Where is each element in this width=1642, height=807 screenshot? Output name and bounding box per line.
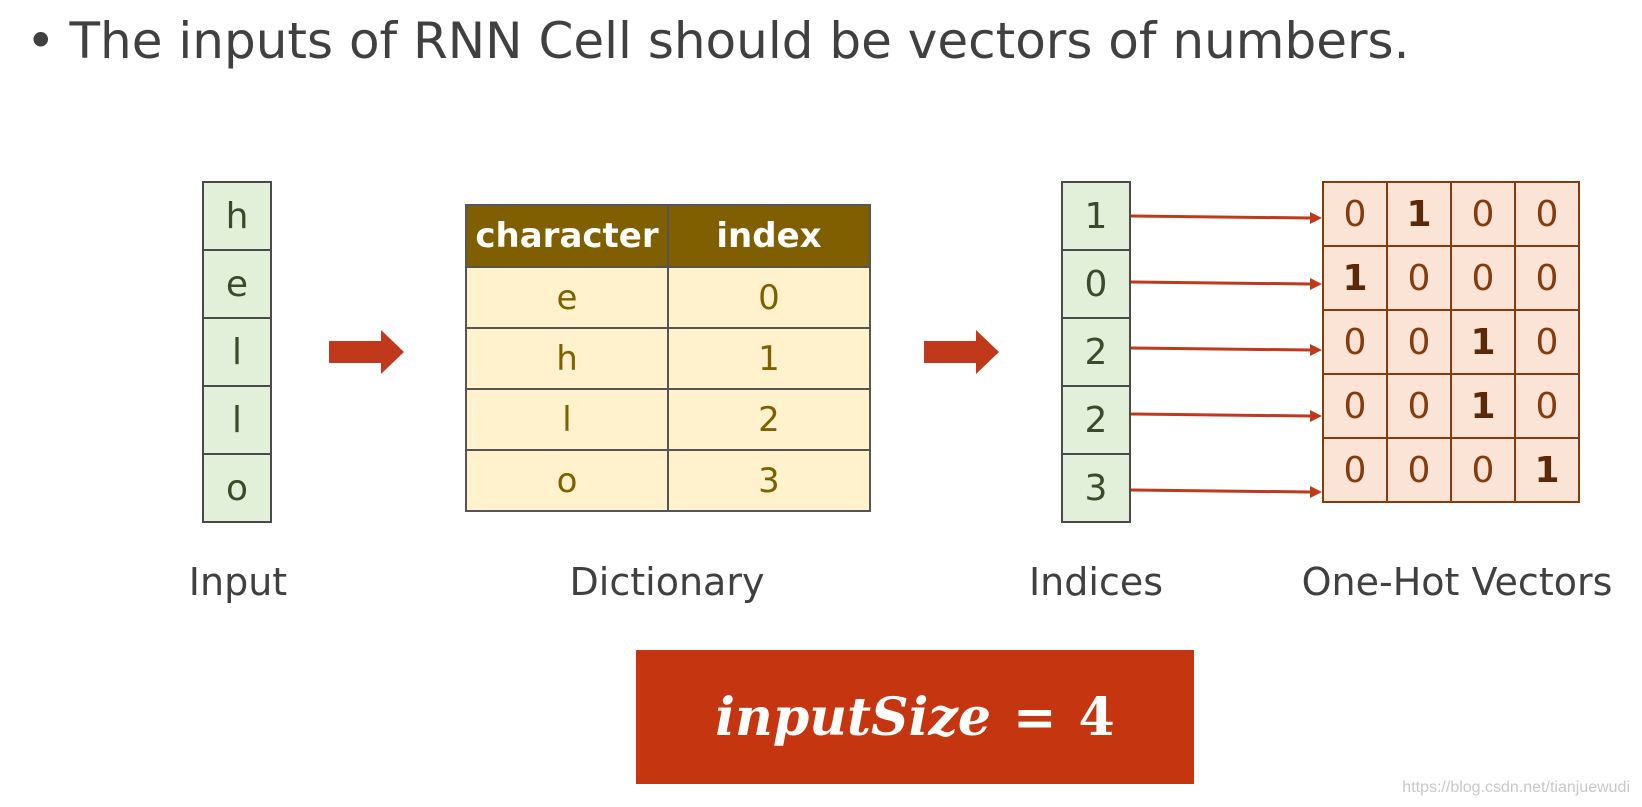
arrowhead-icon — [1310, 278, 1322, 290]
formula-variable: inputSize — [715, 686, 991, 748]
one-hot-cell: 0 — [1386, 309, 1452, 375]
one-hot-row: 1 0 0 0 — [1322, 245, 1580, 311]
mapping-arrow-icon — [1130, 214, 1311, 220]
dictionary-index: 3 — [667, 449, 871, 512]
dictionary-table: character index e 0 h 1 l 2 o 3 — [465, 204, 871, 512]
dictionary-character: l — [465, 388, 669, 451]
one-hot-cell: 0 — [1322, 437, 1388, 503]
watermark: https://blog.csdn.net/tianjuewudi — [1402, 779, 1630, 796]
input-cell: e — [202, 249, 272, 319]
block-arrow-icon — [924, 330, 999, 374]
dictionary-row: e 0 — [465, 266, 871, 329]
mapping-arrow-icon — [1130, 412, 1311, 418]
mapping-arrow-icon — [1130, 280, 1311, 286]
arrowhead-icon — [1310, 410, 1322, 422]
dictionary-header-row: character index — [465, 204, 871, 268]
one-hot-cell: 0 — [1386, 437, 1452, 503]
dictionary-character: e — [465, 266, 669, 329]
slide-headline: •The inputs of RNN Cell should be vector… — [26, 12, 1409, 70]
one-hot-matrix: 0 1 0 0 1 0 0 0 0 0 1 0 0 0 1 0 0 0 0 1 — [1322, 181, 1580, 503]
dictionary-header-index: index — [667, 204, 871, 268]
one-hot-cell: 0 — [1386, 245, 1452, 311]
dictionary-label: Dictionary — [569, 560, 765, 604]
one-hot-cell: 0 — [1450, 181, 1516, 247]
one-hot-cell: 0 — [1322, 373, 1388, 439]
formula-value: 4 — [1078, 686, 1115, 748]
input-label: Input — [188, 560, 288, 604]
one-hot-cell: 1 — [1386, 181, 1452, 247]
dictionary-character: h — [465, 327, 669, 390]
arrowhead-icon — [1310, 212, 1322, 224]
one-hot-cell: 0 — [1514, 309, 1580, 375]
one-hot-cell: 1 — [1450, 373, 1516, 439]
one-hot-label: One-Hot Vectors — [1301, 560, 1613, 604]
arrowhead-icon — [1310, 486, 1322, 498]
dictionary-index: 0 — [667, 266, 871, 329]
one-hot-cell: 1 — [1514, 437, 1580, 503]
one-hot-cell: 0 — [1450, 437, 1516, 503]
index-cell: 3 — [1061, 453, 1131, 523]
one-hot-row: 0 0 0 1 — [1322, 437, 1580, 503]
input-size-formula: inputSize = 4 — [636, 650, 1194, 784]
one-hot-cell: 0 — [1514, 181, 1580, 247]
one-hot-row: 0 1 0 0 — [1322, 181, 1580, 247]
one-hot-cell: 0 — [1386, 373, 1452, 439]
headline-text: The inputs of RNN Cell should be vectors… — [69, 12, 1410, 70]
one-hot-cell: 0 — [1450, 245, 1516, 311]
dictionary-row: l 2 — [465, 388, 871, 451]
dictionary-index: 1 — [667, 327, 871, 390]
mapping-arrow-icon — [1130, 346, 1311, 352]
dictionary-row: o 3 — [465, 449, 871, 512]
formula-operator: = — [1012, 686, 1057, 748]
one-hot-row: 0 0 1 0 — [1322, 309, 1580, 375]
bullet: • — [26, 12, 56, 70]
index-cell: 2 — [1061, 317, 1131, 387]
one-hot-cell: 1 — [1322, 245, 1388, 311]
input-cell: o — [202, 453, 272, 523]
one-hot-cell: 0 — [1322, 309, 1388, 375]
dictionary-row: h 1 — [465, 327, 871, 390]
dictionary-header-character: character — [465, 204, 669, 268]
one-hot-cell: 1 — [1450, 309, 1516, 375]
dictionary-index: 2 — [667, 388, 871, 451]
indices-label: Indices — [1028, 560, 1164, 604]
one-hot-cell: 0 — [1514, 373, 1580, 439]
one-hot-row: 0 0 1 0 — [1322, 373, 1580, 439]
one-hot-cell: 0 — [1514, 245, 1580, 311]
one-hot-cell: 0 — [1322, 181, 1388, 247]
input-cell: l — [202, 385, 272, 455]
dictionary-character: o — [465, 449, 669, 512]
block-arrow-icon — [329, 330, 404, 374]
mapping-arrow-icon — [1130, 488, 1311, 494]
arrowhead-icon — [1310, 344, 1322, 356]
